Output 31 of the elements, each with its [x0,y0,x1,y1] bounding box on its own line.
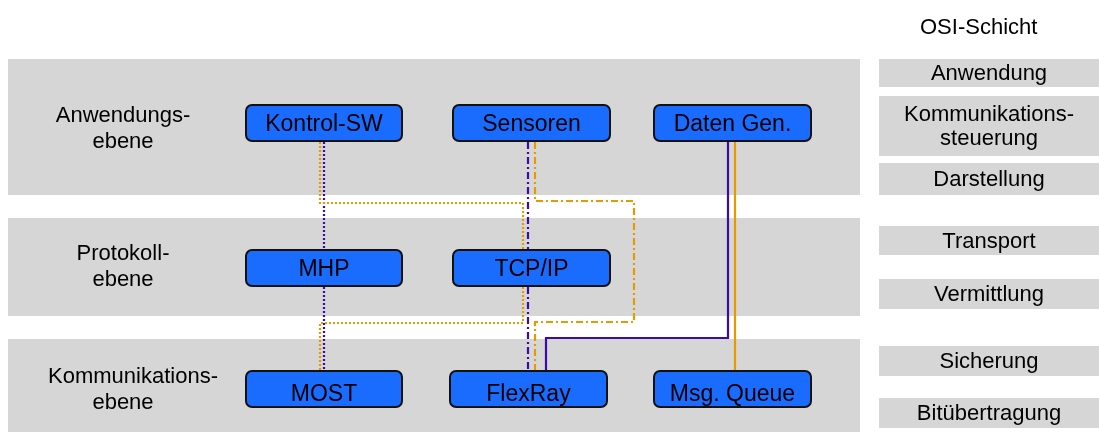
connector-line [526,287,530,370]
connector-line [322,287,326,370]
connector-line [544,142,730,370]
component-box: MHP [245,249,403,287]
osi-layer-box: Transport [879,226,1099,255]
component-box: FlexRay [449,370,608,408]
osi-layer-box: Kommunikations- steuerung [879,96,1099,156]
layer-band [8,59,860,195]
component-box: Kontrol-SW [245,104,403,142]
column-heading: OSI-Schicht [920,14,1038,40]
component-box: Sensoren [452,104,611,142]
connector-line [318,287,525,370]
osi-layer-box: Sicherung [879,346,1099,376]
component-box: Msg. Queue [653,370,812,408]
osi-layer-box: Anwendung [879,59,1099,87]
component-box: Daten Gen. [653,104,812,142]
layer-band [8,339,860,432]
layer-label: Kommunikations- ebene [47,363,219,415]
connector-line [733,142,737,370]
layer-label: Protokoll- ebene [75,240,171,292]
connector-line [526,142,530,249]
osi-layer-box: Darstellung [879,163,1099,195]
component-box: TCP/IP [452,249,611,287]
osi-layer-box: Bitübertragung [879,398,1099,428]
connector-line [533,142,636,370]
osi-layer-box: Vermittlung [879,279,1099,309]
connector-line [322,142,326,249]
component-box: MOST [245,370,403,408]
connector-line [318,142,525,249]
layer-band [8,218,860,316]
layer-label: Anwendungs- ebene [54,102,192,154]
